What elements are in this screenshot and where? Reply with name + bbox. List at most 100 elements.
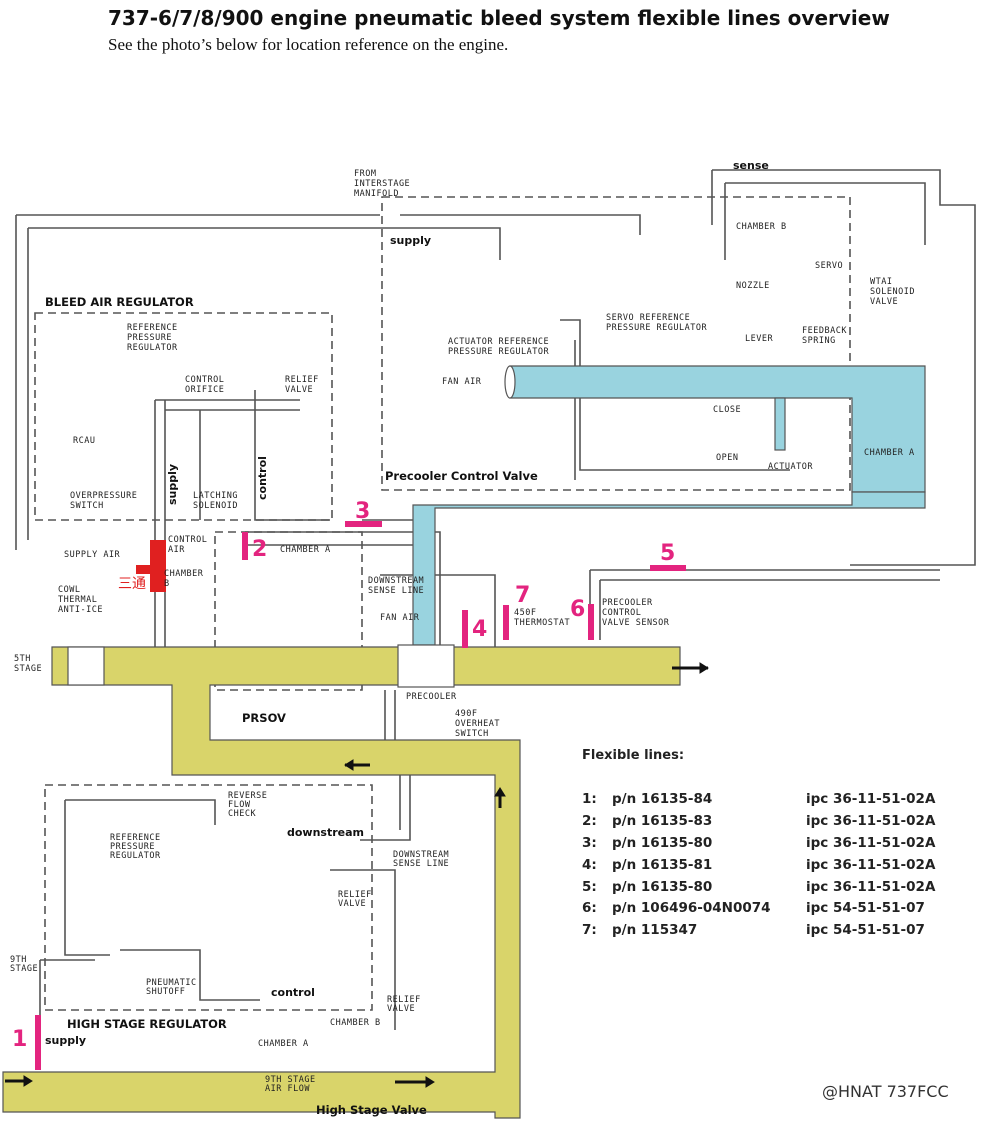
label-ds-sense-line: SENSE LINE — [393, 859, 449, 869]
flex-ipc: ipc 36-11-51-02A — [806, 835, 936, 851]
label-pressure: PRESSURE — [127, 333, 172, 343]
flex-pn: p/n 16135-84 — [612, 791, 713, 807]
flex-line-6-marker — [588, 604, 594, 640]
label-precooler: PRECOOLER — [406, 692, 457, 702]
label-wtai: WTAI — [870, 277, 892, 287]
label-servo: SERVO — [815, 261, 843, 271]
label-air: AIR — [168, 545, 185, 555]
marker-7: 7 — [515, 583, 530, 608]
label-hs-relief-valve: VALVE — [338, 899, 366, 909]
label-overheat: OVERHEAT — [455, 719, 500, 729]
label-interstage: INTERSTAGE — [354, 179, 410, 189]
supply-line-top — [15, 214, 400, 550]
label-from: FROM — [354, 169, 376, 179]
flow-label-sense: sense — [733, 159, 769, 172]
flex-index: 5: — [582, 879, 597, 895]
label-spring: SPRING — [802, 336, 836, 346]
section-high-stage-regulator: HIGH STAGE REGULATOR — [67, 1017, 227, 1031]
label-chamber-a-pcv: CHAMBER A — [864, 448, 915, 458]
flow-label-control-vertical: control — [256, 456, 269, 500]
pcv-dashed-box — [381, 196, 851, 491]
label-flow: FLOW — [228, 800, 251, 810]
flex-ipc: ipc 54-51-51-07 — [806, 922, 925, 938]
label-overpressure: OVERPRESSURE — [70, 491, 137, 501]
marker-2: 2 — [252, 537, 267, 562]
label-reverse: REVERSE — [228, 791, 267, 801]
label-latching-solenoid: SOLENOID — [193, 501, 238, 511]
fan-air-duct — [412, 365, 926, 646]
label-hs-regulator: REGULATOR — [110, 851, 161, 861]
sense-line-inner — [724, 182, 926, 260]
label-relief-valve: VALVE — [285, 385, 313, 395]
label-valve-sensor: VALVE SENSOR — [602, 618, 670, 628]
label-servo-pressure-regulator: PRESSURE REGULATOR — [606, 323, 707, 333]
label-overpressure-switch: SWITCH — [70, 501, 104, 511]
label-supply-air: SUPPLY AIR — [64, 550, 121, 560]
label-490f: 490F — [455, 709, 477, 719]
section-high-stage-valve: High Stage Valve — [316, 1103, 427, 1117]
label-pneumatic: PNEUMATIC — [146, 978, 197, 988]
label-feedback: FEEDBACK — [802, 326, 847, 336]
flex-pn: p/n 16135-80 — [612, 835, 713, 851]
hsr-dashed-box — [44, 784, 373, 1011]
label-hsv-chamber-a: CHAMBER A — [258, 1039, 309, 1049]
marker-5: 5 — [660, 541, 675, 566]
label-hsv-relief: RELIEF — [387, 995, 421, 1005]
marker-3: 3 — [355, 499, 370, 524]
page-subtitle: See the photo’s below for location refer… — [108, 35, 509, 54]
flex-pn: p/n 106496-04N0074 — [612, 900, 771, 916]
label-actuator: ACTUATOR — [768, 462, 813, 472]
label-control: CONTROL — [185, 375, 224, 385]
label-control-air: CONTROL — [168, 535, 207, 545]
label-5th: 5TH — [14, 654, 31, 664]
flex-index: 4: — [582, 857, 597, 873]
label-overheat-switch: SWITCH — [455, 729, 489, 739]
flexible-line-row: 4: p/n 16135-81 ipc 36-11-51-02A — [582, 857, 935, 873]
engine-duct — [2, 644, 681, 1119]
label-fan-air-precooler: FAN AIR — [380, 613, 420, 623]
marker-4: 4 — [472, 617, 487, 642]
label-tee-cn: 三通 — [118, 576, 146, 592]
flex-ipc: ipc 36-11-51-02A — [806, 791, 936, 807]
label-regulator: REGULATOR — [127, 343, 178, 353]
label-thermostat: THERMOSTAT — [514, 618, 570, 628]
label-hs-relief: RELIEF — [338, 890, 372, 900]
label-manifold: MANIFOLD — [354, 189, 399, 199]
watermark: @HNAT 737FCC — [822, 1082, 949, 1101]
flow-label-supply-hsr: supply — [45, 1034, 86, 1047]
flex-ipc: ipc 54-51-51-07 — [806, 900, 925, 916]
flex-index: 7: — [582, 922, 597, 938]
section-precooler-control-valve: Precooler Control Valve — [385, 469, 538, 483]
label-hs-pressure: PRESSURE — [110, 842, 155, 852]
flex-line-4-marker — [462, 610, 468, 648]
label-actuator-pressure-regulator: PRESSURE REGULATOR — [448, 347, 549, 357]
flex-ipc: ipc 36-11-51-02A — [806, 857, 936, 873]
flex-line-3-marker — [345, 521, 382, 527]
label-stage: STAGE — [14, 664, 42, 674]
label-servo-reference: SERVO REFERENCE — [606, 313, 690, 323]
label-wtai-valve: VALVE — [870, 297, 898, 307]
label-hs-reference: REFERENCE — [110, 833, 161, 843]
label-thermal: THERMAL — [58, 595, 97, 605]
flex-line-1-marker — [35, 1015, 41, 1070]
label-chamber-b: CHAMBER B — [736, 222, 787, 232]
label-nozzle: NOZZLE — [736, 281, 770, 291]
label-control-sensor: CONTROL — [602, 608, 641, 618]
flex-line-5-marker — [650, 565, 686, 571]
flex-line-7-marker — [503, 605, 509, 640]
label-rcau: RCAU — [73, 436, 95, 446]
bar-dashed-box — [34, 312, 333, 521]
section-bleed-air-regulator: BLEED AIR REGULATOR — [45, 295, 194, 309]
label-9th-stage: STAGE — [10, 964, 38, 974]
flow-arrows — [5, 662, 709, 1088]
label-downstream: DOWNSTREAM — [368, 576, 424, 586]
label-sense-line: SENSE LINE — [368, 586, 424, 596]
label-anti-ice: ANTI-ICE — [58, 605, 103, 615]
flex-pn: p/n 115347 — [612, 922, 698, 938]
flex-pn: p/n 16135-81 — [612, 857, 713, 873]
label-reference: REFERENCE — [127, 323, 178, 333]
